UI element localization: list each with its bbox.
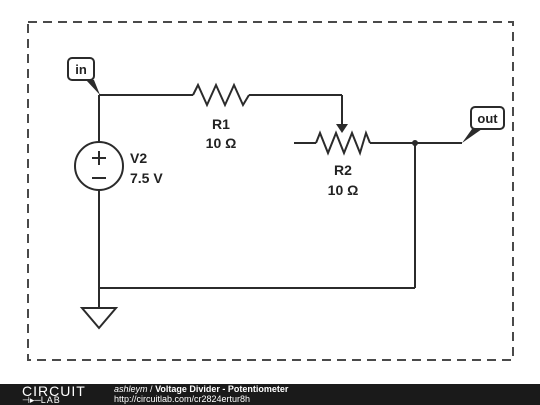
v2-value-label: 7.5 V bbox=[130, 170, 163, 186]
ground-icon bbox=[79, 307, 119, 330]
wires bbox=[98, 94, 462, 308]
input-tag-label: in bbox=[75, 62, 87, 77]
v2-voltage-source[interactable] bbox=[74, 141, 124, 191]
author-name[interactable]: ashleym bbox=[114, 384, 148, 394]
schematic-canvas: R1 10 Ω R2 10 Ω V2 7.5 V in out bbox=[27, 21, 514, 361]
footer-bar: CIRCUIT ⊣▸─LAB ashleym / Voltage Divider… bbox=[0, 384, 540, 405]
output-tag[interactable]: out bbox=[462, 106, 505, 143]
r1-name-label: R1 bbox=[212, 116, 230, 132]
author-separator: / bbox=[150, 384, 153, 394]
r1-resistor-symbol[interactable] bbox=[192, 82, 250, 108]
output-tag-label: out bbox=[477, 111, 498, 126]
junction-dot bbox=[412, 140, 418, 146]
r2-value-label: 10 Ω bbox=[328, 182, 359, 198]
circuit-title[interactable]: Voltage Divider - Potentiometer bbox=[155, 384, 289, 394]
input-tag[interactable]: in bbox=[67, 57, 100, 95]
wiper-arrow-icon bbox=[336, 124, 348, 133]
v2-name-label: V2 bbox=[130, 150, 147, 166]
circuitlab-logo: CIRCUIT ⊣▸─LAB bbox=[22, 384, 100, 405]
logo-wordmark-bottom: ⊣▸─LAB bbox=[22, 395, 61, 405]
r2-name-label: R2 bbox=[334, 162, 352, 178]
schematic-boundary bbox=[27, 21, 514, 361]
logo-wordmark-top: CIRCUIT bbox=[22, 383, 86, 399]
r1-value-label: 10 Ω bbox=[206, 135, 237, 151]
r2-potentiometer-symbol[interactable] bbox=[315, 129, 371, 157]
circuit-url[interactable]: http://circuitlab.com/cr2824ertur8h bbox=[114, 394, 251, 404]
footer-meta: ashleym / Voltage Divider - Potentiomete… bbox=[114, 384, 288, 404]
logo-lab-text: LAB bbox=[40, 395, 61, 405]
